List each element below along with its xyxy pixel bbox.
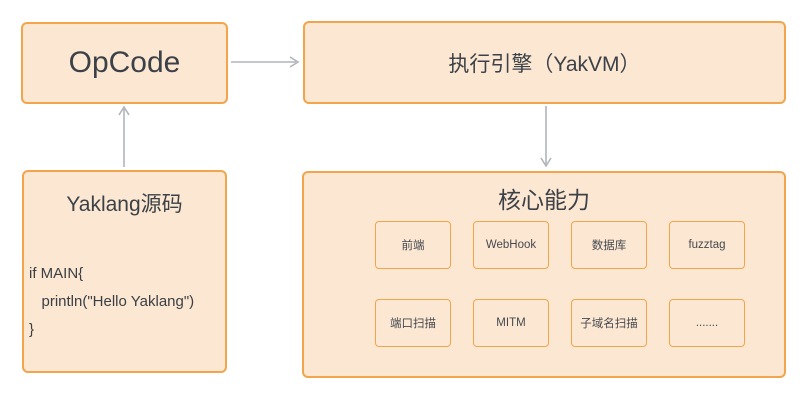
capability-box-mitm: MITM [473, 299, 549, 347]
arrow-opcode-to-engine-icon [229, 54, 303, 70]
capability-label: 前端 [401, 240, 425, 252]
node-core-capabilities: 核心能力 前端 WebHook 数据库 fuzztag 端口扫描 MITM 子域… [302, 171, 786, 378]
code-line: if MAIN{ [29, 265, 84, 282]
capability-label: WebHook [485, 239, 537, 251]
code-line: } [29, 321, 35, 338]
capability-box-more: ....... [669, 299, 745, 347]
node-yaklang-source: Yaklang源码 if MAIN{ println("Hello Yaklan… [22, 170, 227, 373]
capability-box-subdomain-scan: 子域名扫描 [571, 299, 647, 347]
capability-label: MITM [496, 317, 526, 329]
arrow-engine-to-core-icon [538, 105, 554, 169]
capability-label: 数据库 [591, 240, 627, 252]
node-opcode: OpCode [21, 22, 228, 104]
capability-box-frontend: 前端 [375, 221, 451, 269]
capability-grid: 前端 WebHook 数据库 fuzztag 端口扫描 MITM 子域名扫描 .… [375, 221, 745, 347]
node-core-capabilities-title: 核心能力 [498, 187, 590, 213]
capability-box-database: 数据库 [571, 221, 647, 269]
code-line: println("Hello Yaklang") [29, 293, 195, 310]
arrow-source-to-opcode-icon [116, 105, 132, 169]
capability-label: 端口扫描 [390, 318, 436, 330]
capability-label: ....... [695, 317, 719, 329]
capability-box-webhook: WebHook [473, 221, 549, 269]
node-yaklang-source-title: Yaklang源码 [66, 193, 183, 216]
node-opcode-label: OpCode [68, 46, 181, 79]
capability-label: fuzztag [688, 239, 726, 251]
node-execution-engine: 执行引擎（YakVM） [303, 21, 786, 104]
capability-box-fuzztag: fuzztag [669, 221, 745, 269]
code-snippet: if MAIN{ println("Hello Yaklang") } [24, 260, 225, 344]
capability-label: 子域名扫描 [580, 318, 638, 330]
node-execution-engine-label: 执行引擎（YakVM） [448, 52, 641, 76]
capability-box-port-scan: 端口扫描 [375, 299, 451, 347]
